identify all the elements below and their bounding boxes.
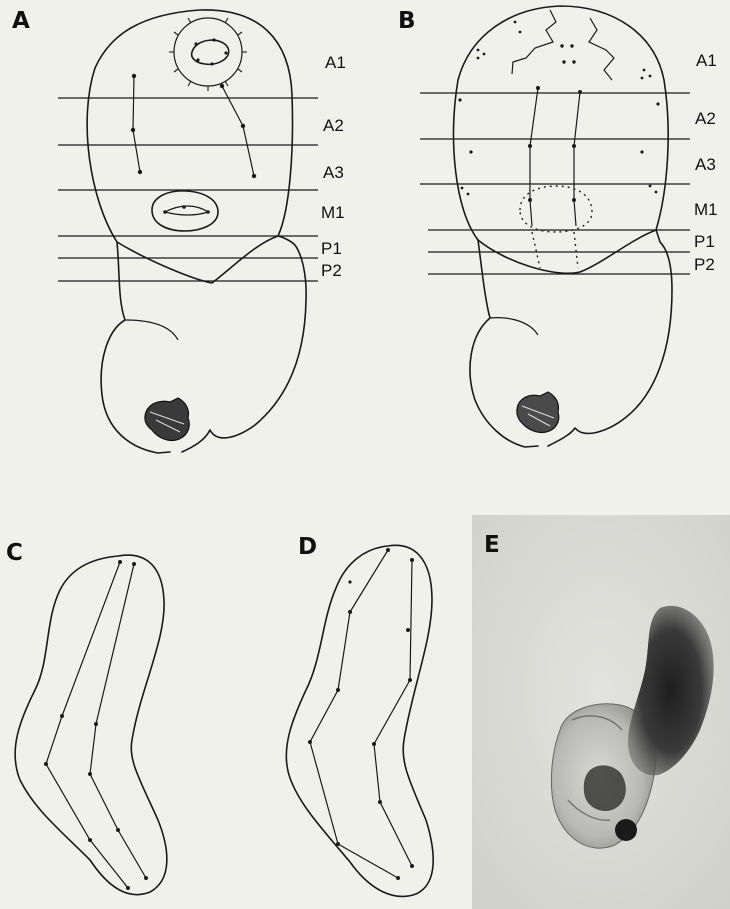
panel-a-neck-outline xyxy=(117,236,278,283)
panel-b-letter: B xyxy=(398,8,416,34)
panel-b-zone-labels: A1 A2 A3 M1 P1 P2 xyxy=(694,51,718,274)
panel-a-right-chain xyxy=(222,86,254,176)
panel-a-head-outline xyxy=(87,10,292,242)
panel-c-outline xyxy=(15,555,167,895)
panel-b-lower-dashed xyxy=(532,232,578,268)
zone-label-p2: P2 xyxy=(321,261,342,280)
panel-c-left-line xyxy=(46,562,128,888)
panel-a-letter: A xyxy=(12,8,30,34)
panel-b-inner-fold xyxy=(490,318,538,335)
panel-d-letter: D xyxy=(298,534,317,560)
panel-a-inner-fold xyxy=(125,320,178,340)
panel-d-left-line xyxy=(310,550,398,878)
zone-label-a2: A2 xyxy=(695,109,716,128)
panel-d: D xyxy=(286,534,433,896)
panel-b-apical-zigzag-left xyxy=(512,10,556,74)
panel-a: A xyxy=(12,8,346,453)
panel-e-specimen-detail xyxy=(584,765,626,811)
zone-label-p1: P1 xyxy=(321,239,342,258)
panel-b-zone-lines xyxy=(420,93,690,274)
panel-d-right-line xyxy=(374,560,412,866)
panel-a-apical-organ xyxy=(174,18,242,86)
panel-b-head-outline xyxy=(454,6,669,240)
panel-b-scattered-dots xyxy=(458,21,659,196)
panel-a-mouth-slit xyxy=(165,206,208,215)
zone-label-a3: A3 xyxy=(323,163,344,182)
zone-label-m1: M1 xyxy=(321,203,345,222)
zone-label-p1: P1 xyxy=(694,232,715,251)
panel-c-letter: C xyxy=(6,540,23,566)
panel-b: B xyxy=(398,6,718,447)
panel-a-left-chain xyxy=(133,76,140,172)
zone-label-a1: A1 xyxy=(325,53,346,72)
panel-e-letter: E xyxy=(484,532,500,558)
panel-e: E xyxy=(472,515,730,909)
zone-label-a1: A1 xyxy=(696,51,717,70)
zone-label-m1: M1 xyxy=(694,200,718,219)
panel-e-dark-spot xyxy=(615,819,637,841)
panel-a-left-chain-dots xyxy=(131,74,142,174)
panel-a-sucker xyxy=(145,398,189,441)
panel-a-zone-labels: A1 A2 A3 M1 P1 P2 xyxy=(321,53,346,280)
zone-label-a3: A3 xyxy=(695,155,716,174)
panel-a-apical-organ-bristles xyxy=(169,18,247,91)
zone-label-p2: P2 xyxy=(694,255,715,274)
panel-b-left-chain xyxy=(530,88,538,226)
zone-label-a2: A2 xyxy=(323,116,344,135)
panel-b-apical-zigzag-right xyxy=(589,18,614,80)
panel-c: C xyxy=(6,540,167,895)
panel-b-body-outline xyxy=(470,230,672,447)
panel-b-right-chain xyxy=(574,92,580,226)
panel-a-zone-lines xyxy=(58,98,318,281)
panel-a-body-outline xyxy=(101,236,306,453)
